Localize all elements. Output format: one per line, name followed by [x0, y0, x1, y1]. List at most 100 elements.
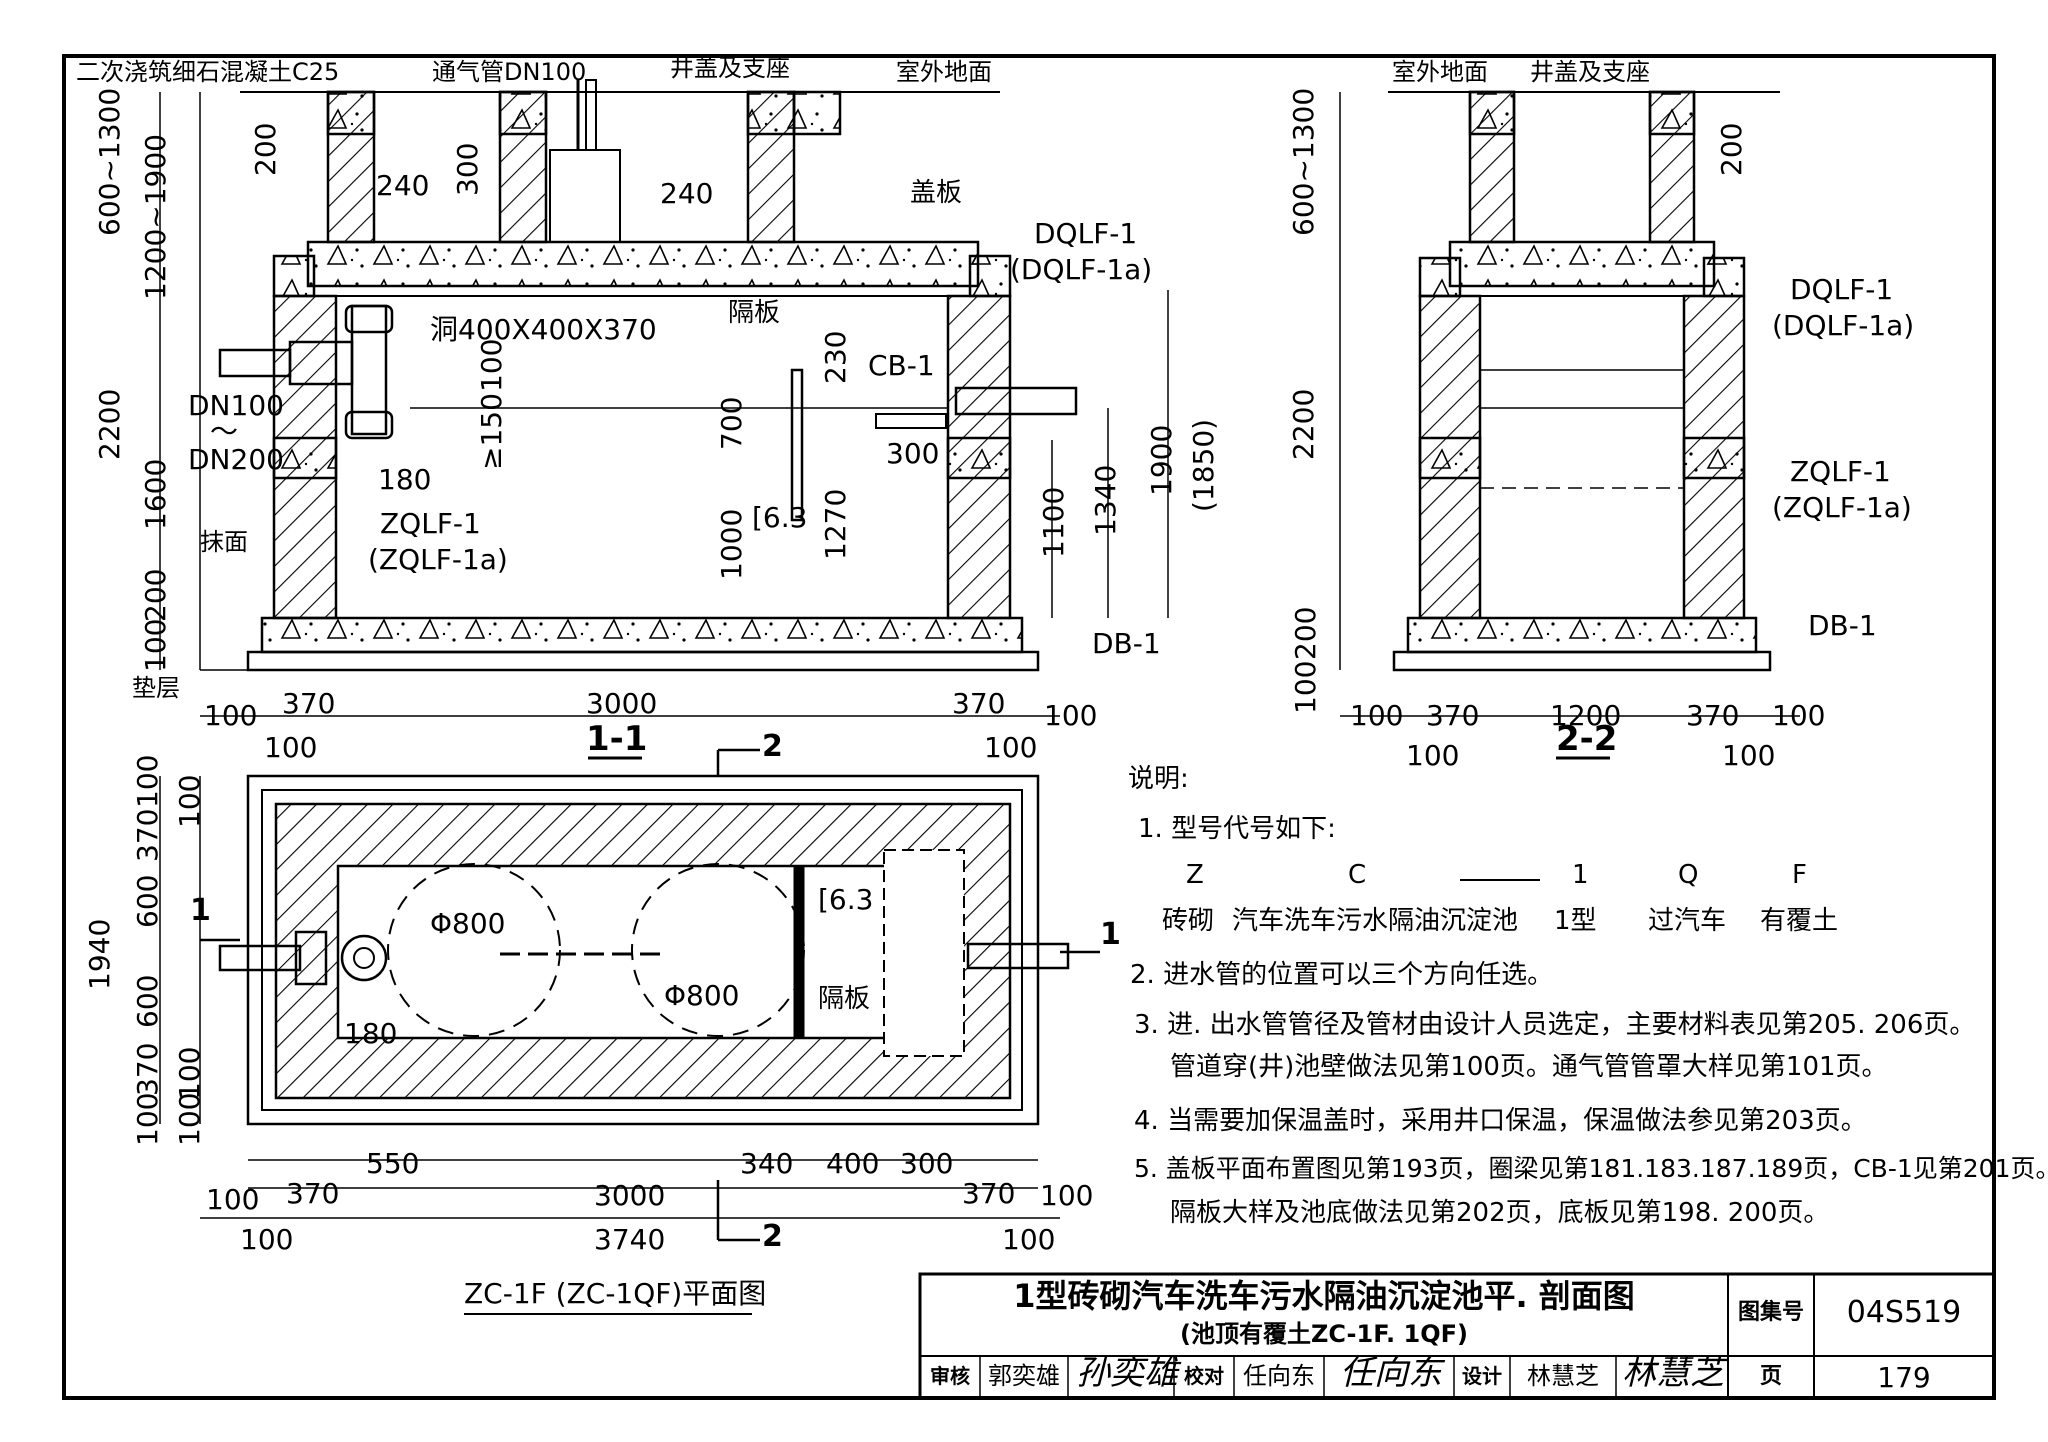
dim-100: 100 — [139, 618, 172, 672]
dim-b3000: 3000 — [586, 687, 658, 720]
plan-b100b: 100 — [1040, 1179, 1094, 1212]
code-meaning-1: 砖砌 — [1162, 906, 1215, 936]
dim-200a: 200 — [249, 122, 282, 176]
dim-b370b: 370 — [952, 687, 1006, 720]
s2-zqlf-a-label: (ZQLF-1a) — [1772, 491, 1912, 524]
dim-b370a: 370 — [282, 687, 336, 720]
ground-label: 室外地面 — [896, 58, 992, 86]
dim-300: 300 — [451, 142, 484, 196]
dim-1100: 1100 — [1037, 486, 1070, 558]
dim-1600: 1600 — [139, 458, 172, 530]
s2-dim-b370b: 370 — [1686, 699, 1740, 732]
section-1-1-caption: 1-1 — [586, 719, 648, 759]
code-meaning-2: 汽车洗车污水隔油沉淀池 — [1232, 906, 1519, 936]
drawing-subtitle: (池顶有覆土ZC-1F. 1QF) — [1180, 1320, 1468, 1348]
designer-name: 林慧芝 — [1527, 1362, 1599, 1390]
s2-db-label: DB-1 — [1808, 609, 1877, 642]
plan-v100d: 100 — [131, 1092, 164, 1146]
reviewer-name: 郭奕雄 — [988, 1362, 1060, 1390]
code-q: Q — [1678, 860, 1699, 890]
s2-dim-200b: 200 — [1289, 606, 1322, 660]
note-2: 2. 进水管的位置可以三个方向任选。 — [1130, 960, 1554, 990]
plan-b400: 400 — [826, 1147, 880, 1180]
review-label: 审核 — [930, 1364, 970, 1388]
concrete-top-label: 二次浇筑细石混凝土C25 — [76, 58, 340, 86]
s2-dim-b100a: 100 — [1350, 699, 1404, 732]
check-label: 校对 — [1184, 1364, 1224, 1388]
plaster-label: 抹面 — [200, 528, 248, 556]
s2-dim-600-1300: 600~1300 — [1287, 87, 1320, 236]
s2-ground-label: 室外地面 — [1392, 58, 1488, 86]
s2-dim-200: 200 — [1715, 122, 1748, 176]
section-2-2 — [1339, 90, 1800, 760]
note-1: 1. 型号代号如下: — [1138, 814, 1336, 844]
cb-label: CB-1 — [868, 349, 935, 382]
hole-label: 洞400X400X370 — [430, 313, 657, 346]
dim-1900: 1900 — [1145, 424, 1178, 496]
dim-100b: 100 — [475, 338, 508, 392]
dim-1200-1900: 1200~1900 — [139, 134, 172, 300]
plan-b550: 550 — [366, 1147, 420, 1180]
s2-manhole-cover-label: 井盖及支座 — [1530, 58, 1650, 86]
page-label: 页 — [1759, 1364, 1782, 1389]
plan-b3740: 3740 — [594, 1223, 666, 1256]
dim-1340: 1340 — [1089, 464, 1122, 536]
code-c: C — [1348, 860, 1367, 890]
dim-700: 700 — [715, 396, 748, 450]
dim-600-1300: 600~1300 — [93, 87, 126, 236]
checker-name: 任向东 — [1243, 1362, 1315, 1390]
dim-b100b: 100 — [1044, 699, 1098, 732]
dim-230: 230 — [819, 330, 852, 384]
plan-b3000: 3000 — [594, 1179, 666, 1212]
pipe-tilde-label: ～ — [210, 415, 239, 448]
plan-view — [159, 748, 1100, 1315]
zqlf-a-label: (ZQLF-1a) — [368, 543, 508, 576]
dim-200b: 200 — [139, 568, 172, 622]
plan-v100a: 100 — [131, 754, 164, 808]
s2-zqlf-label: ZQLF-1 — [1790, 455, 1891, 488]
dim-1850: (1850) — [1187, 418, 1220, 512]
dim-150: ≥150 — [475, 393, 508, 470]
cut-1-left: 1 — [190, 893, 211, 928]
cut-1-right: 1 — [1100, 917, 1121, 952]
dim-b100d: 100 — [984, 731, 1038, 764]
s2-dim-100: 100 — [1289, 660, 1322, 714]
plan-phi-b: Φ800 — [664, 979, 740, 1012]
s2-dim-b100c: 100 — [1406, 739, 1460, 772]
dim-240b: 240 — [660, 177, 714, 210]
plan-v100e: 100 — [173, 1092, 206, 1146]
pipe-dn200-label: DN200 — [188, 443, 284, 476]
plan-dim-180: 180 — [344, 1017, 398, 1050]
plan-b370a: 370 — [286, 1177, 340, 1210]
code-meaning-5: 有覆土 — [1760, 906, 1839, 936]
dim-1000: 1000 — [715, 508, 748, 580]
plan-channel-label: [6.3 — [818, 883, 874, 916]
plan-v600b: 600 — [131, 974, 164, 1028]
atlas-label: 图集号 — [1737, 1300, 1804, 1325]
cover-plate-label: 盖板 — [910, 178, 963, 208]
cushion-label: 垫层 — [132, 674, 180, 702]
dim-1270: 1270 — [819, 488, 852, 560]
dim-2200: 2200 — [93, 388, 126, 460]
note-5b: 隔板大样及池底做法见第202页，底板见第198. 200页。 — [1170, 1198, 1830, 1228]
code-1: 1 — [1572, 860, 1589, 890]
s2-dim-b1200: 1200 — [1550, 699, 1622, 732]
cut-2-bottom: 2 — [762, 1219, 783, 1254]
section-2-2-caption: 2-2 — [1556, 719, 1618, 759]
section-1-1 — [159, 79, 1169, 760]
plan-caption: ZC-1F (ZC-1QF)平面图 — [464, 1277, 767, 1310]
design-label: 设计 — [1462, 1364, 1502, 1388]
vent-pipe-label: 通气管DN100 — [432, 58, 587, 86]
dqlf-a-label: (DQLF-1a) — [1010, 253, 1153, 286]
note-4: 4. 当需要加保温盖时，采用井口保温，保温做法参见第203页。 — [1134, 1106, 1867, 1136]
plan-b100a: 100 — [206, 1183, 260, 1216]
note-5a: 5. 盖板平面布置图见第193页，圈梁见第181.183.187.189页，CB… — [1134, 1154, 2048, 1183]
dim-180: 180 — [378, 463, 432, 496]
plan-v600a: 600 — [131, 874, 164, 928]
plan-v370b: 370 — [131, 1042, 164, 1096]
plan-b370b: 370 — [962, 1177, 1016, 1210]
page-number: 179 — [1877, 1361, 1931, 1394]
zqlf-label: ZQLF-1 — [380, 507, 481, 540]
plan-v1940: 1940 — [83, 918, 116, 990]
